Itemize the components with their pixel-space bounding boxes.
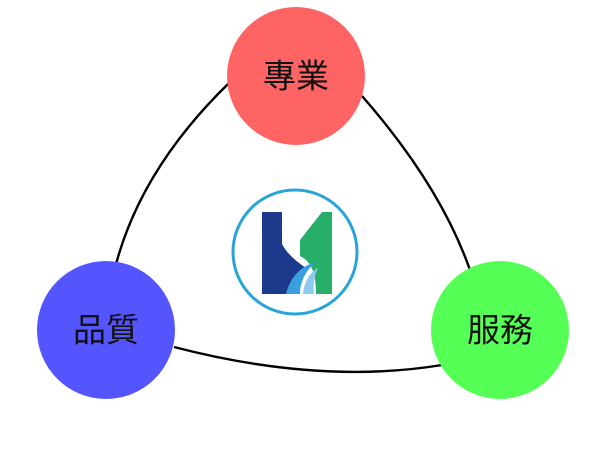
connector-top-right: [361, 95, 472, 271]
connector-left-right: [173, 345, 443, 374]
node-top: 專業: [227, 7, 365, 145]
node-left-circle: [37, 261, 175, 399]
logo-right-stroke: [300, 212, 332, 294]
node-top-circle: [227, 7, 365, 145]
logo-ring: [231, 188, 359, 316]
node-left: 品質: [37, 261, 175, 399]
logo-wave-inner: [303, 268, 318, 294]
logo-wave-outer: [286, 262, 316, 294]
company-logo: [231, 188, 359, 316]
node-right: 服務: [431, 261, 569, 399]
node-left-label: 品質: [73, 311, 139, 350]
node-top-label: 專業: [263, 57, 329, 96]
connector-top-left: [113, 83, 229, 269]
logo-left-stroke: [262, 212, 306, 294]
node-right-label: 服務: [467, 311, 533, 350]
node-right-circle: [431, 261, 569, 399]
